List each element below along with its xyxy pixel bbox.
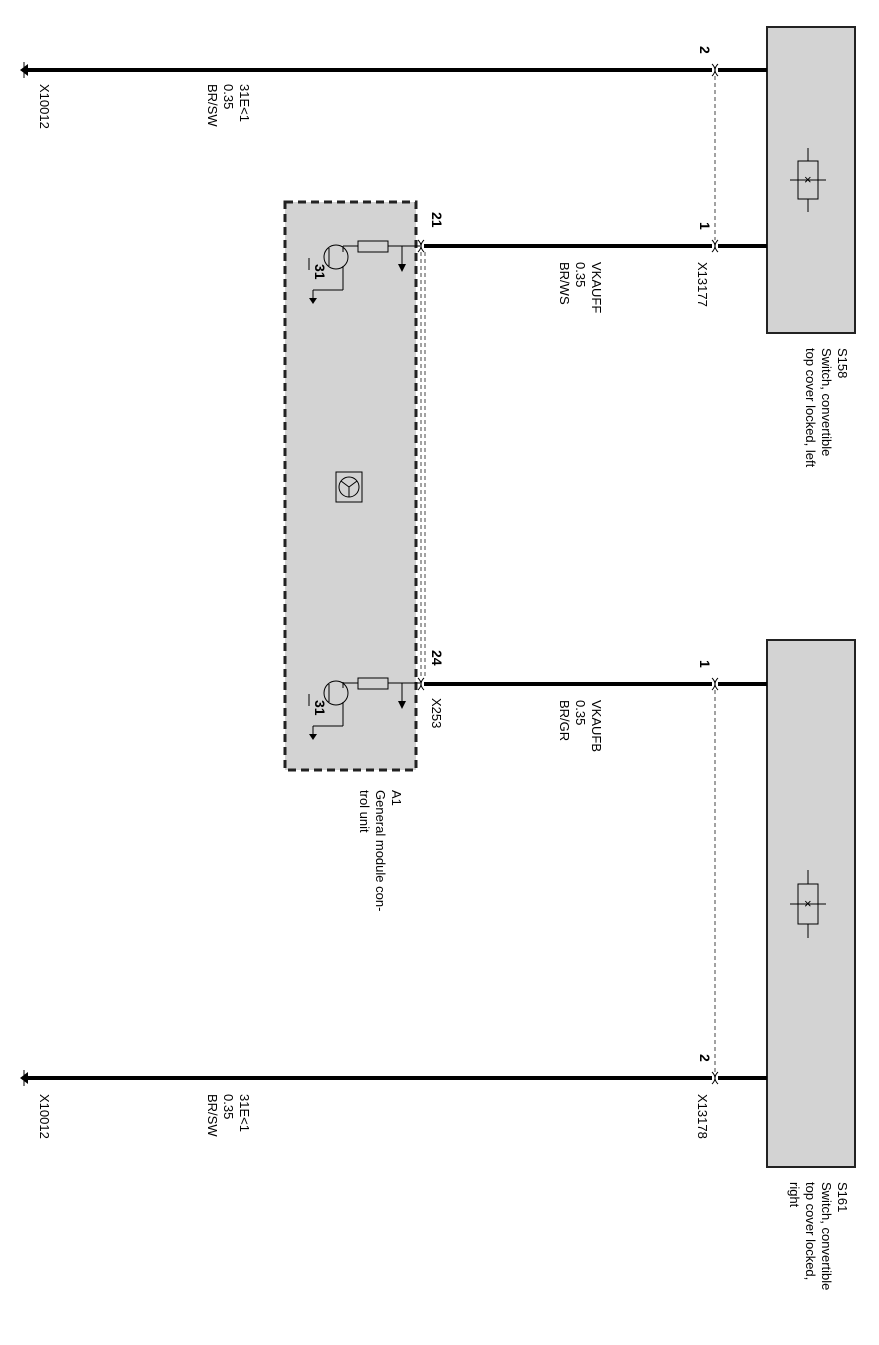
connector-x13177-pin1	[711, 239, 719, 253]
ground-left-color: BR/SW	[205, 84, 220, 127]
module-output-stage-b	[308, 677, 420, 740]
module-desc-line1: General module con-	[373, 790, 388, 911]
ground-right-color: BR/SW	[205, 1094, 220, 1137]
wire-right-gauge: 0.35	[573, 700, 588, 725]
wire-right-color: BR/GR	[557, 700, 572, 741]
connector-x13178-pin2	[711, 1071, 719, 1085]
module-id: A1	[389, 790, 404, 806]
module-connector: X253	[429, 698, 444, 728]
s158-connector: X13177	[695, 262, 710, 307]
s161-desc-line3: right	[787, 1182, 802, 1208]
ground-terminal-left	[20, 62, 28, 78]
switch-s158-symbol: ×	[790, 148, 826, 212]
module-pin-21: 21	[429, 212, 445, 228]
module-pin-24: 24	[429, 650, 445, 666]
connector-x253-pin21	[417, 239, 425, 253]
switch-s161-symbol: ×	[790, 870, 826, 938]
ground-right-gauge: 0.35	[221, 1094, 236, 1119]
s161-pin-signal: 1	[697, 660, 713, 668]
svg-text:×: ×	[804, 172, 812, 187]
s158-pin-top: 2	[697, 46, 713, 54]
module-output-stage-a	[308, 240, 420, 304]
connector-x13177-pin2	[711, 63, 719, 77]
ground-left-circuit: 31E<1	[237, 84, 252, 122]
s161-desc-line2: top cover locked,	[803, 1182, 818, 1280]
wire-left-color: BR/WS	[557, 262, 572, 305]
ground-right-circuit: 31E<1	[237, 1094, 252, 1132]
s158-id: S158	[835, 348, 850, 378]
s161-desc-line1: Switch, convertible	[819, 1182, 834, 1290]
module-desc-line2: trol unit	[357, 790, 372, 833]
s161-id: S161	[835, 1182, 850, 1212]
ground-terminal-right	[20, 1070, 28, 1086]
connector-x13178-pin1	[711, 677, 719, 691]
wire-left-circuit: VKAUFF	[589, 262, 604, 313]
s158-desc-line2: top cover locked, left	[803, 348, 818, 468]
ground-left-gauge: 0.35	[221, 84, 236, 109]
module-ground-a: 31	[312, 264, 328, 280]
s161-pin-bottom: 2	[697, 1054, 713, 1062]
switch-s161-box	[766, 639, 856, 1168]
ground-right-connector: X10012	[37, 1094, 52, 1139]
module-a1-symbol	[335, 471, 363, 503]
wire-left-gauge: 0.35	[573, 262, 588, 287]
connector-x253-pin24	[417, 677, 425, 691]
s158-pin-signal: 1	[697, 222, 713, 230]
ground-left-connector: X10012	[37, 84, 52, 129]
wire-right-circuit: VKAUFB	[589, 700, 604, 752]
s158-desc-line1: Switch, convertible	[819, 348, 834, 456]
s161-connector: X13178	[695, 1094, 710, 1139]
svg-text:×: ×	[804, 896, 812, 911]
module-ground-b: 31	[312, 700, 328, 716]
